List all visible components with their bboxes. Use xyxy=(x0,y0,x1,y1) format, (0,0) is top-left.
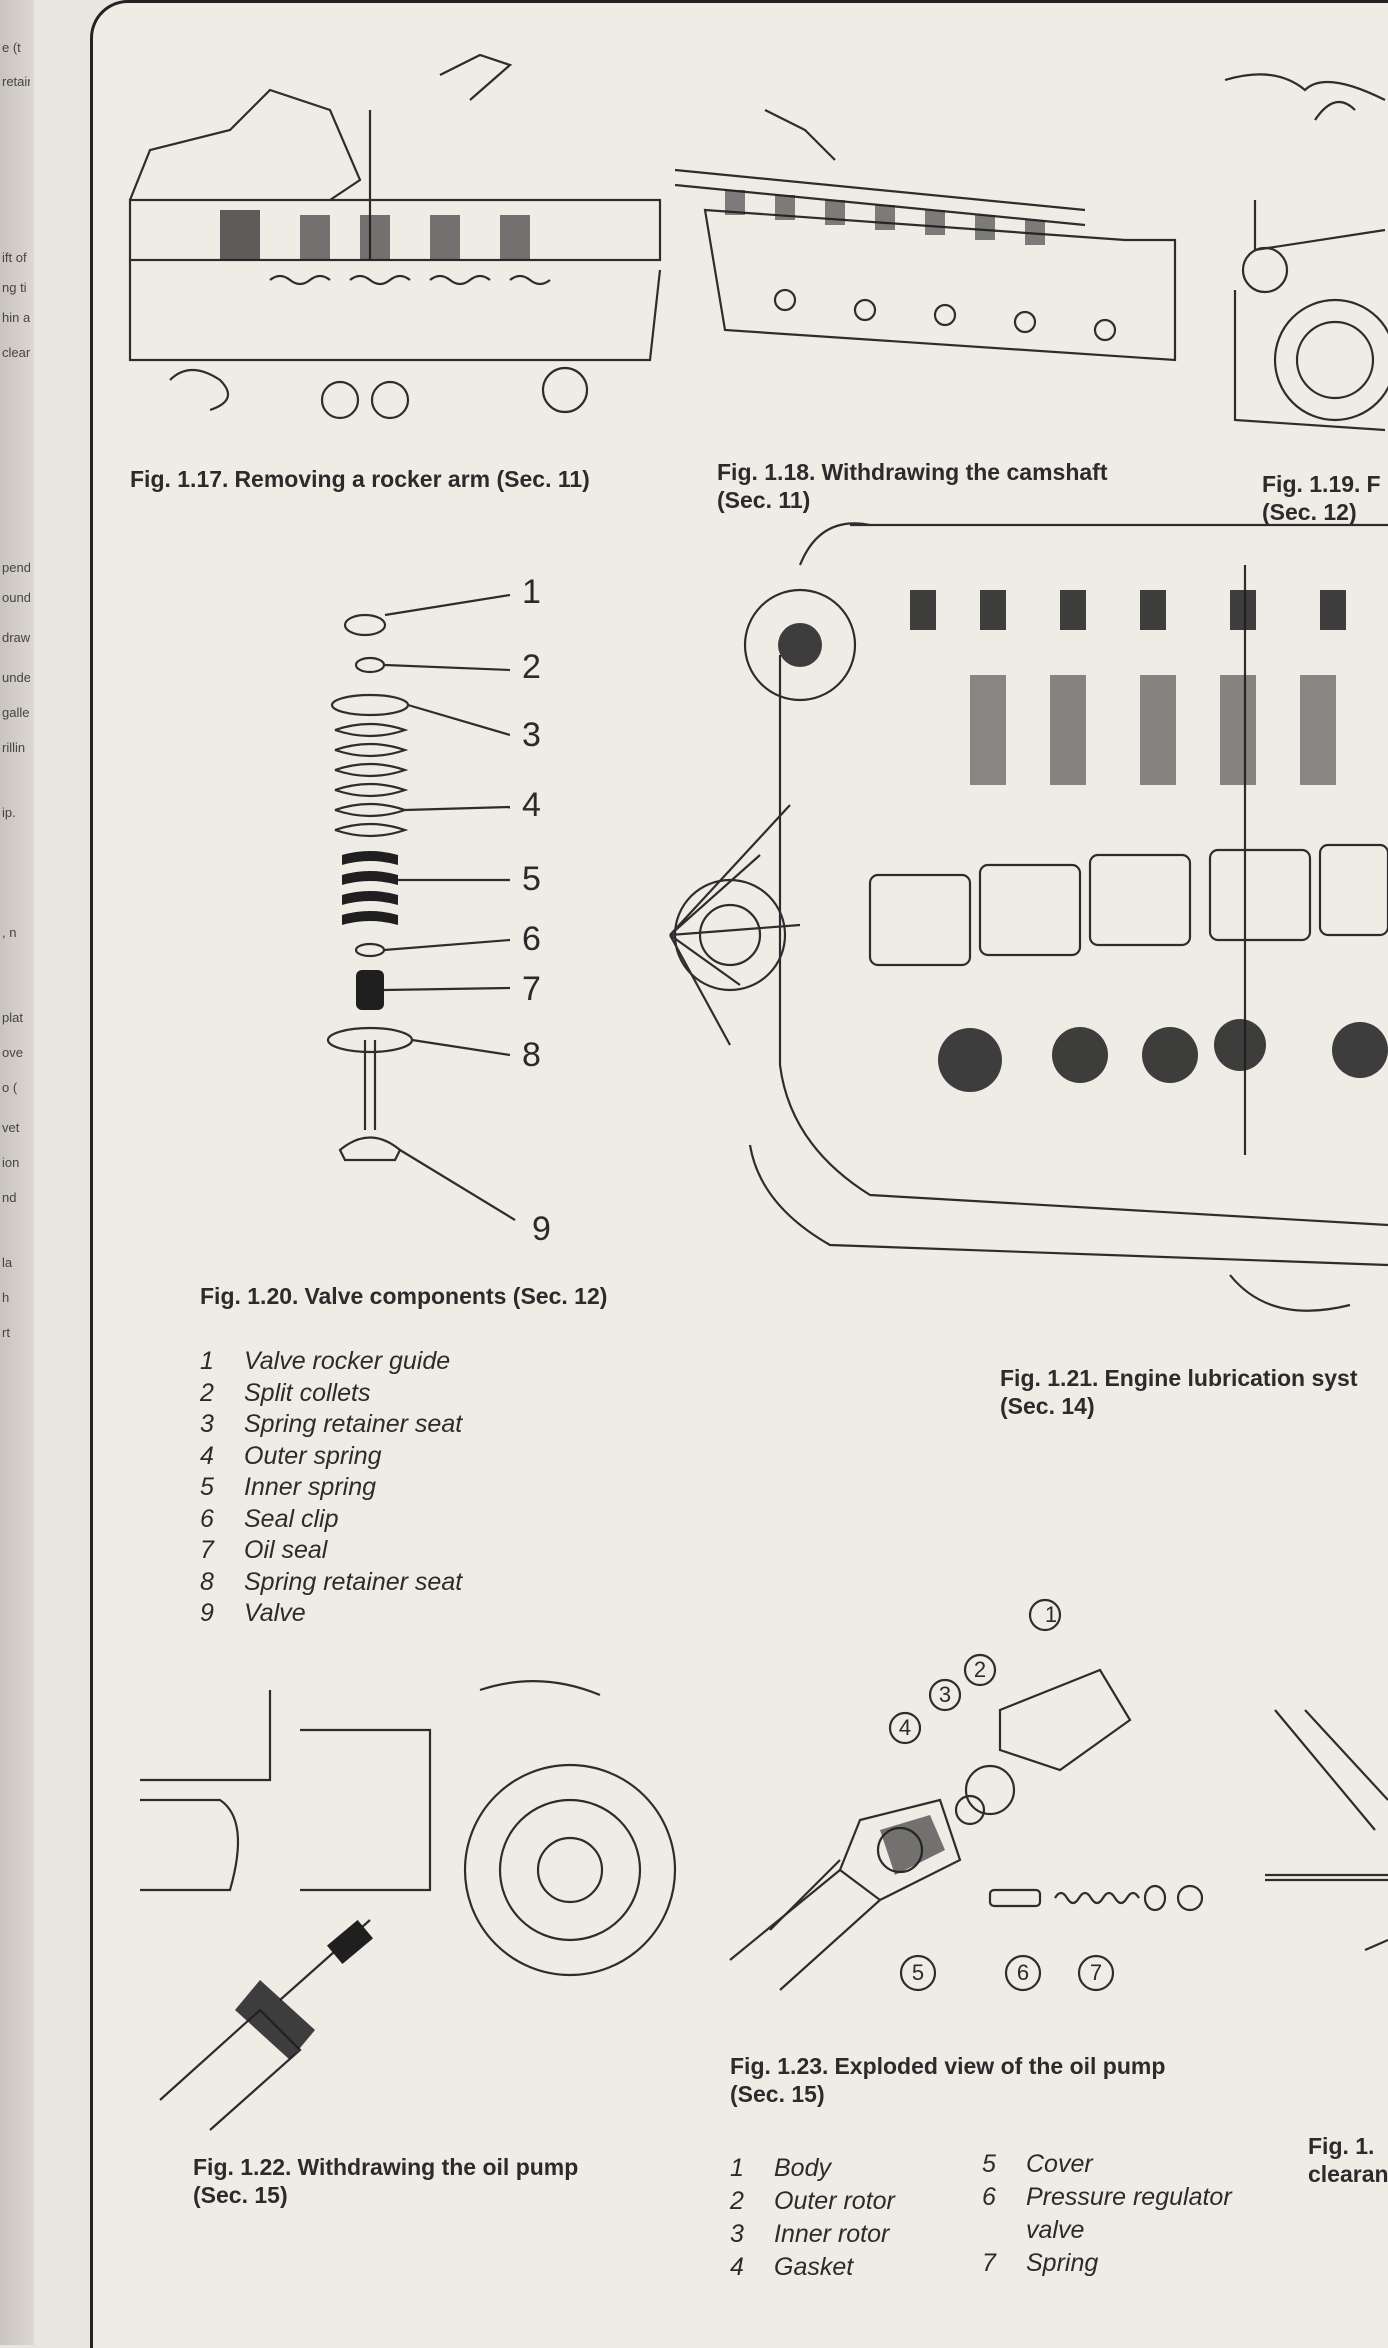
figure-section: (Sec. 12) xyxy=(1262,499,1357,525)
legend-item: valve xyxy=(1026,2216,1085,2244)
fig-1-24-illustration xyxy=(1265,1709,1388,1952)
callout-number: 3 xyxy=(938,1682,952,1707)
margin-fragment: e (t xyxy=(2,40,21,55)
figure-number: Fig. 1.17. xyxy=(130,466,229,492)
margin-fragment: la xyxy=(2,1255,13,1270)
callout-number: 4 xyxy=(898,1715,912,1740)
margin-fragment: ound xyxy=(2,590,30,605)
margin-fragment: plat xyxy=(2,1010,23,1025)
fig-1-20-caption: Fig. 1.20.Valve components (Sec. 12) xyxy=(200,1282,607,1310)
callout-number: 2 xyxy=(973,1657,987,1682)
fig-1-24-caption: Fig. 1. clearan xyxy=(1308,2132,1388,2188)
fig-1-18-caption: Fig. 1.18.Withdrawing the camshaft (Sec.… xyxy=(717,458,1107,514)
margin-fragment: nd xyxy=(2,1190,17,1205)
callout-number: 8 xyxy=(522,1036,541,1074)
callout-number: 6 xyxy=(522,920,541,958)
fig-1-22-caption: Fig. 1.22.Withdrawing the oil pump (Sec.… xyxy=(193,2153,578,2209)
fig-1-21-illustration xyxy=(669,522,1388,1312)
margin-fragment: pende xyxy=(2,560,30,575)
margin-fragment: ng ti xyxy=(2,280,27,295)
figure-section: (Sec. 11) xyxy=(717,487,811,513)
figure-title: clearan xyxy=(1308,2161,1388,2187)
margin-fragment: rt xyxy=(2,1325,10,1340)
fig-1-22-illustration xyxy=(140,1680,677,2131)
margin-fragment: ift of xyxy=(2,250,27,265)
margin-fragment: vet xyxy=(2,1120,20,1135)
callout-number: 9 xyxy=(532,1210,551,1248)
fig-1-19-illustration xyxy=(1224,73,1388,432)
figure-number: Fig. 1.20. xyxy=(200,1283,299,1309)
figure-number: Fig. 1.23. xyxy=(730,2053,829,2079)
margin-fragment: ip. xyxy=(2,805,16,820)
callout-number: 5 xyxy=(911,1960,925,1985)
margin-fragment: clear xyxy=(2,345,30,360)
margin-fragment: o ( xyxy=(2,1080,18,1095)
margin-fragment: rillin xyxy=(2,740,26,755)
callout-number: 5 xyxy=(522,860,541,898)
margin-fragment: retaine xyxy=(2,74,30,89)
callout-number: 2 xyxy=(522,648,541,686)
figure-number: Fig. 1.21. xyxy=(1000,1365,1099,1391)
figure-number: Fig. 1.22. xyxy=(193,2154,292,2180)
previous-page-edge: e (t retaine ift of ng ti hin a clear pe… xyxy=(0,0,34,2345)
figure-section: (Sec. 15) xyxy=(193,2182,288,2208)
margin-fragment: h xyxy=(2,1290,10,1305)
fig-1-23-illustration xyxy=(729,1598,1204,1992)
callout-number: 4 xyxy=(522,786,541,824)
manual-page xyxy=(90,0,1388,2348)
figure-title: Engine lubrication syst xyxy=(1104,1365,1358,1391)
figure-title: Valve components (Sec. 12) xyxy=(304,1283,608,1309)
margin-fragment: unde xyxy=(2,670,30,685)
callout-number: 7 xyxy=(1089,1960,1103,1985)
figure-title: Withdrawing the oil pump xyxy=(297,2154,579,2180)
figure-title: Withdrawing the camshaft xyxy=(821,459,1108,485)
fig-1-23-caption: Fig. 1.23.Exploded view of the oil pump … xyxy=(730,2052,1165,2108)
fig-1-20-illustration xyxy=(326,593,516,1221)
figure-title: F xyxy=(1366,471,1381,497)
figure-number: Fig. 1.19. xyxy=(1262,471,1361,497)
callout-number: 3 xyxy=(522,716,541,754)
margin-fragment: galle xyxy=(2,705,30,720)
callout-number: 1 xyxy=(1044,1602,1058,1627)
margin-fragment: ion xyxy=(2,1155,20,1170)
figure-section: (Sec. 14) xyxy=(1000,1393,1095,1419)
margin-fragment: hin a xyxy=(2,310,30,325)
figure-title: Removing a rocker arm (Sec. 11) xyxy=(234,466,590,492)
margin-fragment: , n xyxy=(2,925,17,940)
figure-section: (Sec. 15) xyxy=(730,2081,825,2107)
figure-number: Fig. 1. xyxy=(1308,2133,1375,2159)
figure-title: Exploded view of the oil pump xyxy=(834,2053,1166,2079)
fig-1-19-caption: Fig. 1.19.F (Sec. 12) xyxy=(1262,470,1381,526)
margin-fragment: draw xyxy=(2,630,30,645)
margin-fragment: ove xyxy=(2,1045,23,1060)
fig-1-17-illustration xyxy=(128,53,662,420)
fig-1-21-caption: Fig. 1.21.Engine lubrication syst (Sec. … xyxy=(1000,1364,1357,1420)
fig-1-17-caption: Fig. 1.17.Removing a rocker arm (Sec. 11… xyxy=(130,465,590,493)
figure-number: Fig. 1.18. xyxy=(717,459,816,485)
callout-number: 7 xyxy=(522,970,541,1008)
callout-number: 6 xyxy=(1016,1960,1030,1985)
fig-1-18-illustration xyxy=(674,109,1177,362)
callout-number: 1 xyxy=(522,573,541,611)
